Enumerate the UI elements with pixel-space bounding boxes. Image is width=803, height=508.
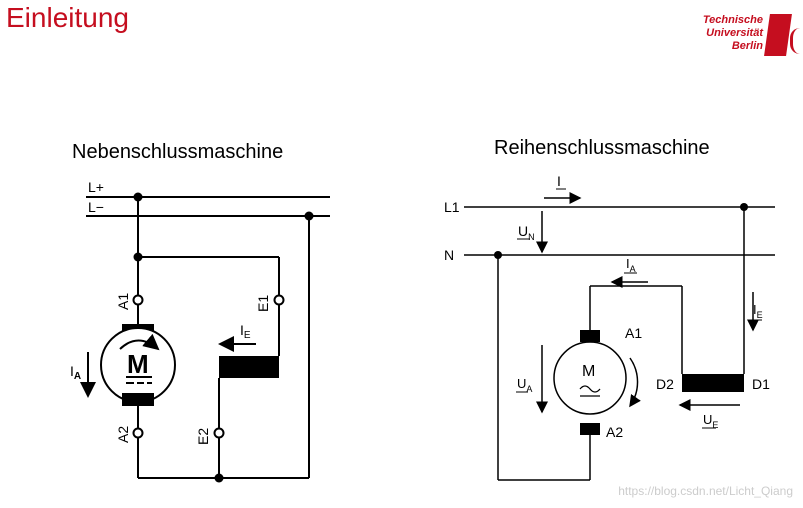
field-current-label: IE [240,322,251,341]
label-d1: D1 [752,376,770,392]
terminal-e2 [213,427,225,439]
label-d2: D2 [656,376,674,392]
logo-line-1: Technische [702,14,763,26]
shunt-motor-diagram: Nebenschlussmaschine L+ L− A1 M IA A2 [70,141,330,483]
ac-symbol [579,385,601,393]
rotation-arrow [629,357,641,408]
series-motor-diagram: Reihenschlussmaschine L1 N I UN IE D1 D2… [444,137,775,481]
terminal-a2 [132,427,144,439]
rail-plus-label: L+ [88,179,104,195]
label-un: UN [518,223,535,242]
label-ia: IA [626,256,636,274]
terminal-e1 [273,294,285,306]
label-e1: E1 [255,295,271,312]
page-title: Einleitung [6,2,129,33]
label-ua: UA [517,376,532,394]
brush-top [580,330,600,342]
label-ie: IE [753,302,763,320]
rail-minus-label: L− [88,199,104,215]
label-a1: A1 [115,293,131,310]
brush-bottom [122,393,154,406]
junction-dot [304,211,314,221]
label-ue: UE [703,412,718,430]
label-a1: A1 [625,325,642,341]
junction-dot [494,251,502,259]
terminal-a1 [132,294,144,306]
junction-dot [133,192,143,202]
watermark: https://blog.csdn.net/Licht_Qiang [618,484,793,498]
motor-label: M [582,363,595,380]
field-winding [219,356,279,378]
left-diagram-title: Nebenschlussmaschine [72,141,283,163]
label-a2: A2 [115,426,131,443]
armature-current-label: IA [70,363,81,382]
motor-label: M [127,349,149,379]
motor-circle [553,341,627,415]
logo-curve [790,28,803,54]
logo-line-3: Berlin [731,40,763,52]
tu-berlin-logo: Technische Universität Berlin [691,14,803,60]
label-l1: L1 [444,199,460,215]
right-diagram-title: Reihenschlussmaschine [494,137,710,159]
logo-text: Technische Universität Berlin [703,14,763,53]
label-n: N [444,247,454,263]
series-field-winding [682,374,744,392]
rotation-arrow [119,333,160,351]
label-a2: A2 [606,424,623,440]
logo-line-2: Universität [706,27,763,39]
brush-bottom [580,423,600,435]
label-i: I [557,173,561,189]
label-e2: E2 [195,428,211,445]
